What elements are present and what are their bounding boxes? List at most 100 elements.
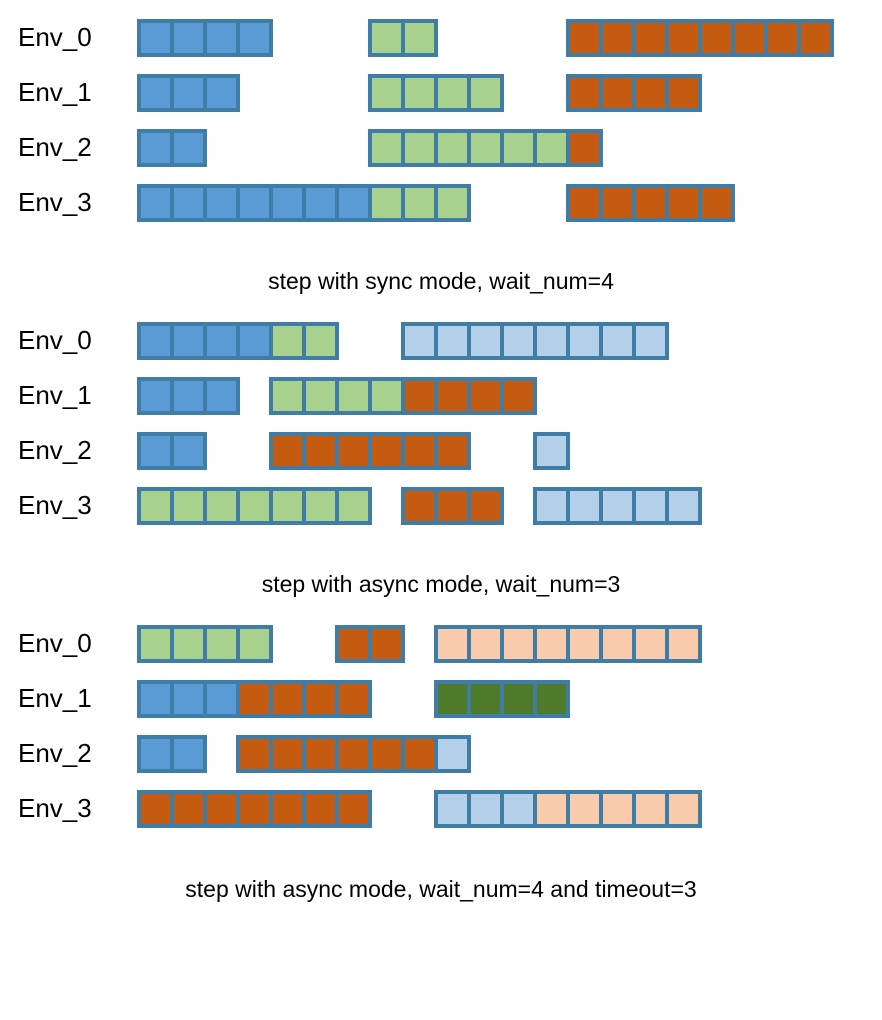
step-cell-red <box>405 381 434 411</box>
step-cell-peach <box>471 629 500 659</box>
step-cell-green <box>438 133 467 163</box>
env-label: Env_2 <box>18 132 92 162</box>
step-cell-red <box>372 739 401 769</box>
step-cell-blue <box>141 739 170 769</box>
env-row: Env_0 <box>0 10 882 65</box>
env-label: Env_1 <box>18 77 92 107</box>
step-cell-red <box>570 23 599 53</box>
step-cell-green <box>372 133 401 163</box>
env-label: Env_2 <box>18 738 92 768</box>
step-cell-light-blue <box>570 326 599 356</box>
step-block <box>137 790 372 828</box>
step-block <box>137 19 273 57</box>
step-block <box>137 322 339 360</box>
step-cell-blue <box>141 684 170 714</box>
step-cell-red <box>702 188 731 218</box>
step-cell-red <box>339 684 368 714</box>
step-block <box>566 19 834 57</box>
step-cell-green <box>372 78 401 108</box>
step-cell-blue <box>240 23 269 53</box>
step-cell-green <box>273 326 302 356</box>
step-cell-blue <box>174 436 203 466</box>
step-cell-green <box>207 491 236 521</box>
env-label: Env_3 <box>18 490 92 520</box>
step-cell-green <box>405 78 434 108</box>
step-block <box>137 184 471 222</box>
env-label: Env_0 <box>18 325 92 355</box>
step-cell-red <box>273 739 302 769</box>
panel-caption: step with async mode, wait_num=4 and tim… <box>185 876 697 902</box>
step-cell-green <box>306 326 335 356</box>
step-cell-red <box>207 794 236 824</box>
step-block <box>335 625 405 663</box>
step-cell-peach <box>669 794 698 824</box>
step-cell-blue <box>174 326 203 356</box>
step-cell-red <box>405 436 434 466</box>
step-cell-blue <box>339 188 368 218</box>
step-cell-green <box>174 491 203 521</box>
step-block <box>533 487 702 525</box>
step-cell-peach <box>570 794 599 824</box>
step-cell-red <box>405 491 434 521</box>
env-label: Env_3 <box>18 187 92 217</box>
step-cell-light-blue <box>504 326 533 356</box>
step-cell-red <box>306 436 335 466</box>
step-cell-dark-green <box>471 684 500 714</box>
step-cell-red <box>339 739 368 769</box>
step-cell-red <box>603 78 632 108</box>
step-cell-red <box>735 23 764 53</box>
panel-caption: step with async mode, wait_num=3 <box>261 571 621 597</box>
step-cell-peach <box>504 629 533 659</box>
step-cell-green <box>339 381 368 411</box>
step-cell-green <box>438 78 467 108</box>
step-cell-red <box>273 684 302 714</box>
step-block <box>137 625 273 663</box>
step-cell-red <box>636 23 665 53</box>
step-cell-red <box>570 78 599 108</box>
env-row: Env_3 <box>0 781 882 836</box>
step-block <box>137 735 207 773</box>
step-block <box>566 184 735 222</box>
step-cell-red <box>339 794 368 824</box>
step-cell-green <box>240 491 269 521</box>
env-label: Env_1 <box>18 380 92 410</box>
step-cell-blue <box>174 23 203 53</box>
step-cell-light-blue <box>504 794 533 824</box>
step-cell-peach <box>537 794 566 824</box>
env-row: Env_0 <box>0 616 882 671</box>
step-cell-dark-green <box>438 684 467 714</box>
step-cell-red <box>603 188 632 218</box>
env-row: Env_0 <box>0 313 882 368</box>
step-cell-red <box>174 794 203 824</box>
step-cell-light-blue <box>438 794 467 824</box>
step-block <box>269 432 471 470</box>
step-cell-green <box>141 491 170 521</box>
step-cell-green <box>372 188 401 218</box>
step-cell-blue <box>141 326 170 356</box>
step-cell-blue <box>273 188 302 218</box>
env-row: Env_1 <box>0 65 882 120</box>
step-cell-green <box>405 188 434 218</box>
step-cell-green <box>306 381 335 411</box>
step-cell-blue <box>141 23 170 53</box>
step-cell-red <box>669 23 698 53</box>
step-block <box>401 322 669 360</box>
step-cell-green <box>372 381 401 411</box>
step-cell-blue <box>174 133 203 163</box>
step-cell-light-blue <box>570 491 599 521</box>
step-cell-light-blue <box>537 436 566 466</box>
env-label: Env_0 <box>18 22 92 52</box>
step-cell-light-blue <box>405 326 434 356</box>
step-cell-red <box>702 23 731 53</box>
step-cell-peach <box>438 629 467 659</box>
step-block <box>368 74 504 112</box>
step-cell-red <box>636 188 665 218</box>
step-block <box>434 680 570 718</box>
step-cell-red <box>372 436 401 466</box>
step-cell-blue <box>207 684 236 714</box>
step-cell-blue <box>174 739 203 769</box>
step-cell-light-blue <box>438 739 467 769</box>
step-cell-green <box>174 629 203 659</box>
step-cell-blue <box>141 436 170 466</box>
